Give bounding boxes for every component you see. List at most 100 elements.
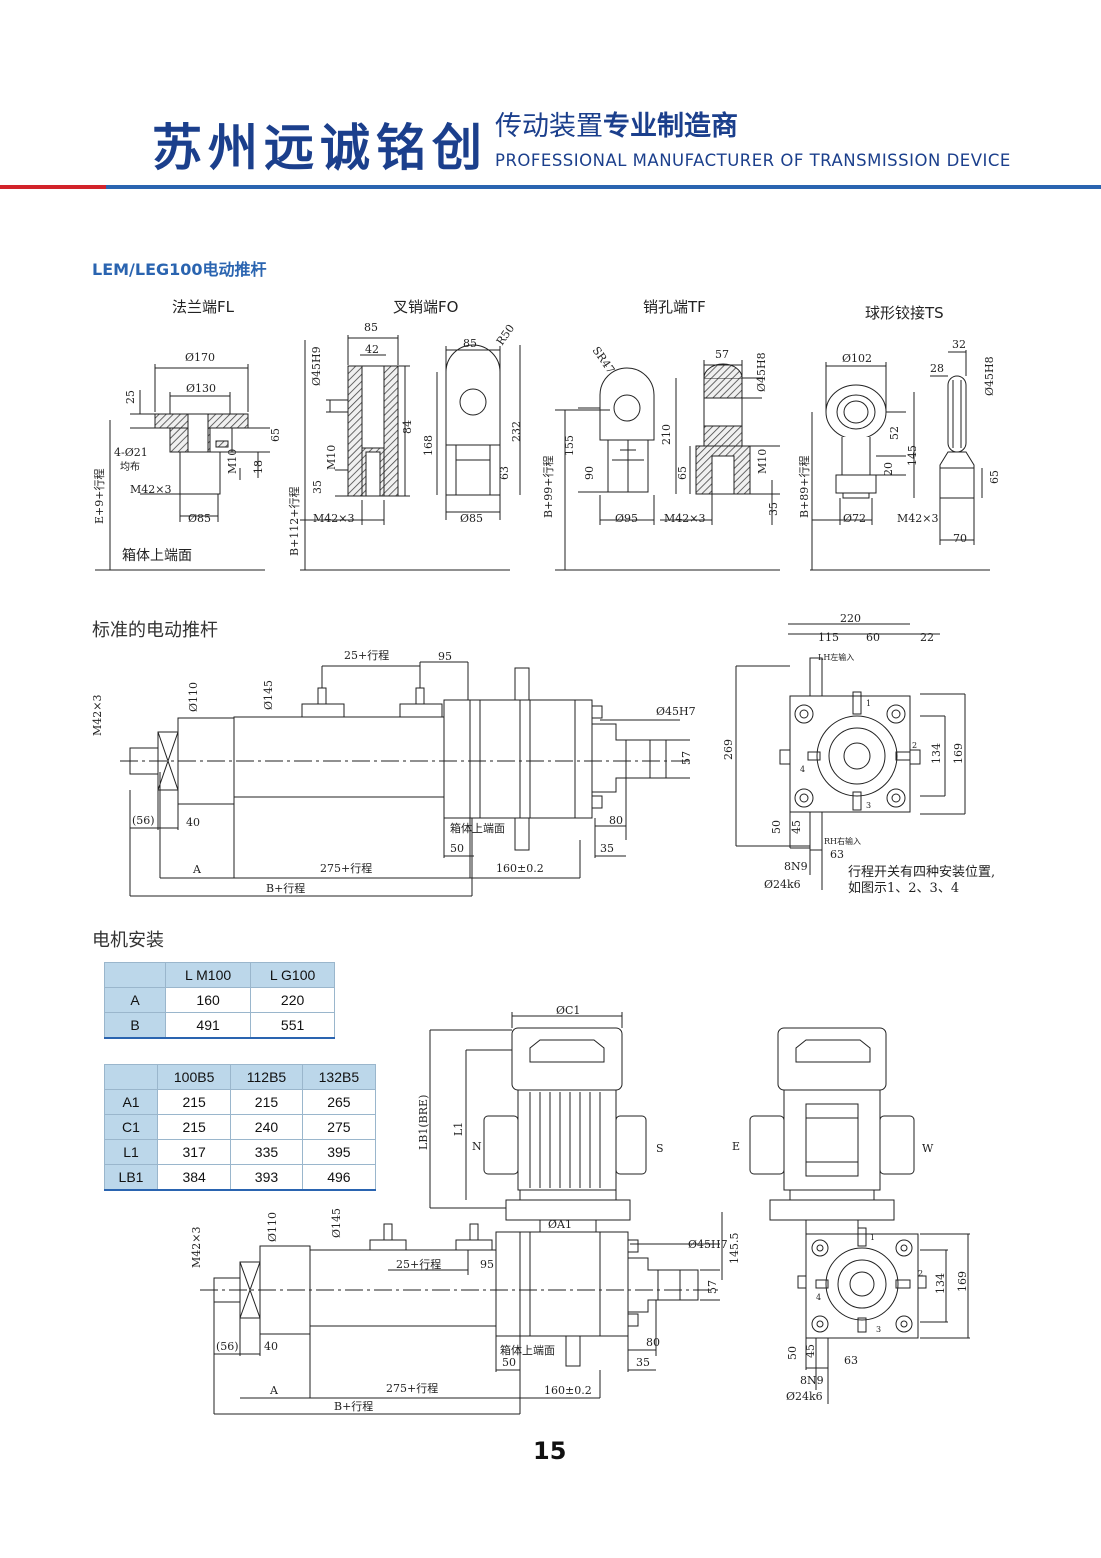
std-a: A bbox=[192, 863, 202, 876]
slogan-english: PROFESSIONAL MANUFACTURER OF TRANSMISSIO… bbox=[495, 151, 1011, 170]
t2-row-c1-v3: 275 bbox=[301, 1114, 377, 1140]
motor-d35: 35 bbox=[636, 1356, 650, 1369]
fl-dim-18: 18 bbox=[252, 460, 265, 474]
motor-table-2: 100B5 112B5 132B5 A1 215 215 265 C1 215 … bbox=[104, 1064, 377, 1191]
motor-n2: 2 bbox=[918, 1269, 923, 1278]
motor-d57: 57 bbox=[706, 1280, 719, 1294]
motor-d134: 134 bbox=[934, 1273, 947, 1294]
motor-a: A bbox=[269, 1384, 279, 1397]
tf-drawing bbox=[555, 360, 780, 571]
motor-d110: Ø110 bbox=[266, 1212, 279, 1242]
std-d145: Ø145 bbox=[262, 680, 275, 710]
std-d134: 134 bbox=[930, 743, 943, 764]
t2-row-a1-v3: 265 bbox=[301, 1089, 377, 1115]
ts-dim-102: Ø102 bbox=[842, 352, 872, 365]
motor-d160: 160±0.2 bbox=[544, 1384, 592, 1397]
motor-d50: 50 bbox=[502, 1356, 516, 1369]
header-rule-blue bbox=[106, 185, 1101, 189]
fo-dim-232: 232 bbox=[510, 421, 523, 442]
t2-header-132b5: 132B5 bbox=[301, 1064, 377, 1090]
motor-n: N bbox=[472, 1140, 482, 1153]
tf-dim-45h8: Ø45H8 bbox=[755, 352, 768, 392]
fo-dim-84: 84 bbox=[401, 420, 414, 434]
fl-dim-holes: 4-Ø21 bbox=[114, 446, 148, 459]
std-d45: 45 bbox=[790, 820, 803, 834]
motor-e: E bbox=[732, 1140, 740, 1153]
fl-drawing bbox=[95, 364, 270, 571]
t1-row-b-g100: 551 bbox=[250, 1012, 335, 1039]
std-box-top: 箱体上端面 bbox=[450, 821, 505, 835]
t1-row-a-label: A bbox=[104, 987, 166, 1013]
t1-row-b-label: B bbox=[104, 1012, 166, 1039]
motor-c1: ØC1 bbox=[556, 1004, 580, 1017]
slogan-part-b: 专业制造商 bbox=[603, 111, 738, 142]
std-m42: M42×3 bbox=[91, 695, 104, 736]
std-d60: 60 bbox=[866, 631, 880, 644]
tf-dim-57: 57 bbox=[715, 348, 729, 361]
ts-dim-stroke: B+89+行程 bbox=[798, 455, 811, 518]
motor-n9: 8N9 bbox=[800, 1374, 824, 1387]
t1-header-g100: L G100 bbox=[250, 962, 335, 988]
t1-row-a-g100: 220 bbox=[250, 987, 335, 1013]
t2-row-a1-v1: 215 bbox=[156, 1089, 232, 1115]
motor-k6: Ø24k6 bbox=[786, 1390, 823, 1403]
motor-d63: 63 bbox=[844, 1354, 858, 1367]
std-d80: 80 bbox=[609, 814, 623, 827]
motor-table-1: L M100 L G100 A 160 220 B 491 551 bbox=[104, 962, 335, 1039]
t2-row-l1-v2: 335 bbox=[230, 1139, 303, 1165]
t2-row-c1-v1: 215 bbox=[156, 1114, 232, 1140]
t2-row-a1-label: A1 bbox=[104, 1089, 158, 1115]
std-n9: 8N9 bbox=[784, 860, 808, 873]
motor-a1: ØA1 bbox=[548, 1218, 572, 1231]
motor-n1: 1 bbox=[870, 1233, 875, 1242]
t1-corner bbox=[104, 962, 166, 988]
tf-dim-thread: M42×3 bbox=[664, 512, 705, 525]
motor-stroke275: 275+行程 bbox=[386, 1382, 438, 1395]
std-d115: 115 bbox=[818, 631, 839, 644]
std-d35: 35 bbox=[600, 842, 614, 855]
fl-dim-65: 65 bbox=[269, 428, 282, 442]
motor-d145: Ø145 bbox=[330, 1208, 343, 1238]
standard-heading: 标准的电动推杆 bbox=[92, 620, 218, 641]
fo-dim-dia85: Ø85 bbox=[460, 512, 483, 525]
motor-drawing: ØC1 LB1(BRE) L1 N S E W ØA1 145.5 Ø45H7 … bbox=[190, 1004, 970, 1415]
ts-dim-thread: M42×3 bbox=[897, 512, 938, 525]
fo-dim-85: 85 bbox=[364, 321, 378, 334]
std-note-2: 如图示1、2、3、4 bbox=[848, 880, 959, 896]
motor-d45: 45 bbox=[804, 1344, 817, 1358]
fl-box-top: 箱体上端面 bbox=[122, 548, 192, 564]
ts-dim-28: 28 bbox=[930, 362, 944, 375]
ts-dim-70: 70 bbox=[953, 532, 967, 545]
std-n4: 4 bbox=[800, 765, 805, 774]
t2-row-lb1-v1: 384 bbox=[156, 1164, 232, 1191]
t1-row-a-m100: 160 bbox=[164, 987, 252, 1013]
std-h7: Ø45H7 bbox=[656, 705, 696, 718]
fo-dim-35: 35 bbox=[311, 480, 324, 494]
motor-d95: 95 bbox=[480, 1258, 494, 1271]
motor-h7: Ø45H7 bbox=[688, 1238, 728, 1251]
fl-dim-holes-note: 均布 bbox=[120, 461, 140, 473]
end-type-fl-label: 法兰端FL bbox=[172, 298, 234, 316]
fo-dim-m10: M10 bbox=[325, 445, 338, 470]
tf-dim-95: Ø95 bbox=[615, 512, 638, 525]
section-title: LEM/LEG100电动推杆 bbox=[92, 260, 267, 279]
motor-d56: (56) bbox=[216, 1340, 239, 1353]
fl-dim-130: Ø130 bbox=[186, 382, 216, 395]
fl-dim-85: Ø85 bbox=[188, 512, 211, 525]
motor-d169: 169 bbox=[956, 1271, 969, 1292]
fo-dim-45h9: Ø45H9 bbox=[310, 346, 323, 386]
std-b-stroke: B+行程 bbox=[266, 882, 305, 895]
ts-drawing bbox=[810, 350, 990, 571]
ts-dim-72: Ø72 bbox=[843, 512, 866, 525]
motor-m42: M42×3 bbox=[190, 1227, 203, 1268]
t2-row-l1-v1: 317 bbox=[156, 1139, 232, 1165]
std-d56: (56) bbox=[132, 814, 155, 827]
tf-dim-155: 155 bbox=[563, 435, 576, 456]
fo-dim-85b: 85 bbox=[463, 337, 477, 350]
std-d40: 40 bbox=[186, 816, 200, 829]
t2-corner bbox=[104, 1064, 158, 1090]
motor-stroke25: 25+行程 bbox=[396, 1258, 441, 1271]
std-d22: 22 bbox=[920, 631, 934, 644]
std-rh: RH右输入 bbox=[824, 836, 861, 846]
fo-dim-63: 63 bbox=[498, 466, 511, 480]
